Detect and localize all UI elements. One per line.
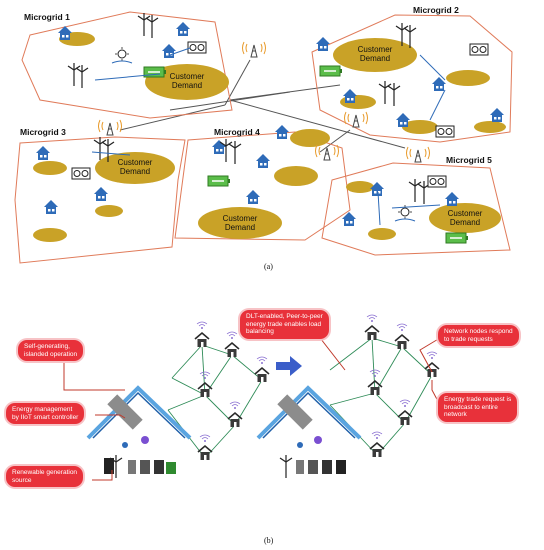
demand-ellipse [274, 166, 318, 186]
demand-ellipse [95, 152, 175, 184]
demand-label-mg5: Customer Demand [447, 209, 483, 227]
microgrid-2-title: Microgrid 2 [413, 5, 459, 15]
demand-label-mg4: Customer Demand [222, 214, 258, 232]
microgrid-4 [174, 125, 351, 241]
microgrid-5 [321, 162, 511, 256]
callout-energy-management: Energy management by IIoT smart controll… [6, 403, 85, 424]
microgrid-3-title: Microgrid 3 [20, 127, 66, 137]
caption-b: (b) [264, 536, 274, 545]
demand-ellipse [446, 70, 490, 86]
demand-ellipse [474, 121, 506, 133]
demand-ellipse [368, 228, 396, 240]
demand-ellipse [95, 205, 123, 217]
left-hub-house [86, 385, 192, 479]
callout-nodes-respond: Network nodes respond to trade requests [438, 325, 519, 346]
demand-ellipse [402, 120, 438, 134]
grid-lines [119, 59, 406, 153]
demand-ellipse [333, 38, 417, 72]
microgrid-5-title: Microgrid 5 [446, 155, 492, 165]
demand-ellipse [290, 129, 330, 147]
microgrid-3 [14, 136, 186, 264]
demand-ellipse [198, 207, 282, 239]
callout-renewable: Renewable generation source [6, 466, 84, 487]
demand-ellipse [33, 228, 67, 242]
microgrid-4-title: Microgrid 4 [214, 127, 260, 137]
callout-broadcast: Energy trade request is broadcast to ent… [438, 393, 518, 422]
microgrid-1 [21, 11, 233, 119]
callout-self-generating: Self-generating, islanded operation [18, 340, 84, 361]
demand-label-mg3: Customer Demand [117, 158, 153, 176]
right-hub-house [256, 385, 362, 479]
callout-dlt: DLT-enabled, Peer-to-peer energy trade e… [240, 310, 329, 339]
caption-a: (a) [264, 262, 273, 271]
microgrid-2 [311, 14, 513, 143]
demand-ellipse [33, 161, 67, 175]
demand-label-mg2: Customer Demand [357, 45, 393, 63]
network-links [167, 337, 433, 459]
demand-ellipse [346, 181, 374, 193]
demand-ellipse [429, 203, 501, 233]
demand-label-mg1: Customer Demand [169, 72, 205, 90]
transition-arrow [276, 356, 302, 376]
microgrid-1-title: Microgrid 1 [24, 12, 70, 22]
